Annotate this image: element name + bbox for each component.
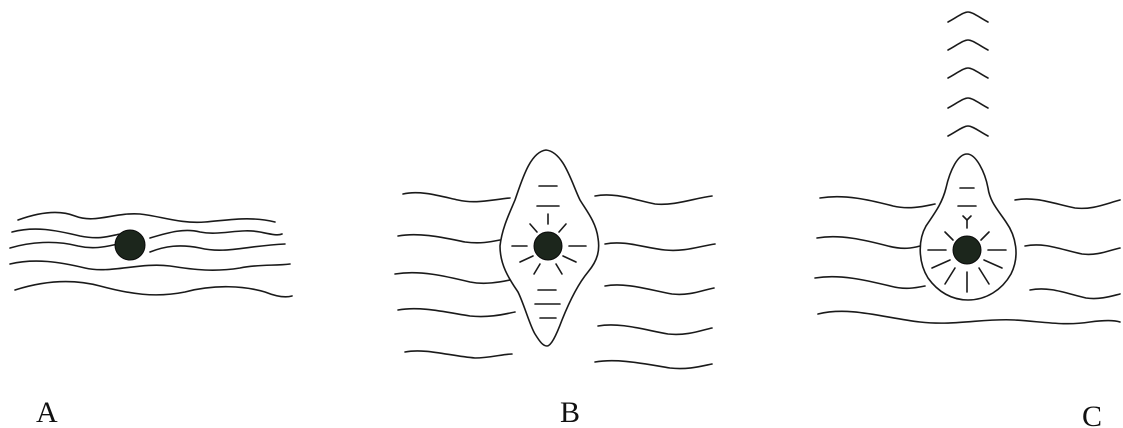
flow-line: [1030, 289, 1120, 299]
deformation-zone: [920, 154, 1016, 300]
chevron-mark: [948, 40, 988, 50]
flow-line: [398, 235, 500, 243]
chevron-mark: [948, 68, 988, 78]
flow-line: [595, 195, 712, 204]
flow-line: [398, 309, 515, 317]
flow-line: [405, 351, 512, 358]
panel-b-flow-lines-right: [595, 195, 715, 369]
panel-label-a: A: [36, 396, 58, 428]
flow-line: [18, 213, 275, 223]
flow-line: [605, 285, 714, 294]
panel-b: B: [395, 150, 715, 428]
flow-line: [10, 242, 118, 248]
panel-c-flow-lines-left: [815, 197, 935, 289]
flow-line: [1025, 245, 1120, 254]
flow-line: [395, 273, 510, 284]
particle: [953, 236, 981, 264]
panel-label-b: B: [560, 396, 580, 428]
panel-b-flow-lines-left: [395, 193, 515, 358]
flow-line: [150, 230, 282, 238]
panel-c-flow-lines-right: [1015, 199, 1120, 299]
flow-line: [818, 311, 1120, 323]
flow-line: [150, 244, 285, 252]
flow-line: [598, 325, 712, 334]
chevron-mark: [948, 126, 988, 136]
panel-c-upstream-chevrons: [948, 12, 988, 136]
flow-line: [817, 237, 920, 249]
panel-a-flow-lines: [10, 213, 292, 297]
flow-line: [15, 282, 292, 297]
flow-line: [820, 197, 935, 208]
flow-line: [403, 193, 510, 202]
particle: [115, 230, 145, 260]
flow-line: [1015, 199, 1120, 208]
particle: [534, 232, 562, 260]
flow-line: [605, 243, 715, 251]
flow-line: [12, 229, 120, 238]
chevron-mark: [948, 98, 988, 108]
panel-label-c: C: [1082, 400, 1102, 428]
flow-line: [815, 277, 925, 289]
panel-c: C: [815, 12, 1120, 428]
flow-line: [10, 261, 290, 270]
panel-a: A: [10, 213, 292, 428]
chevron-mark: [948, 12, 988, 22]
flow-line: [595, 361, 712, 369]
